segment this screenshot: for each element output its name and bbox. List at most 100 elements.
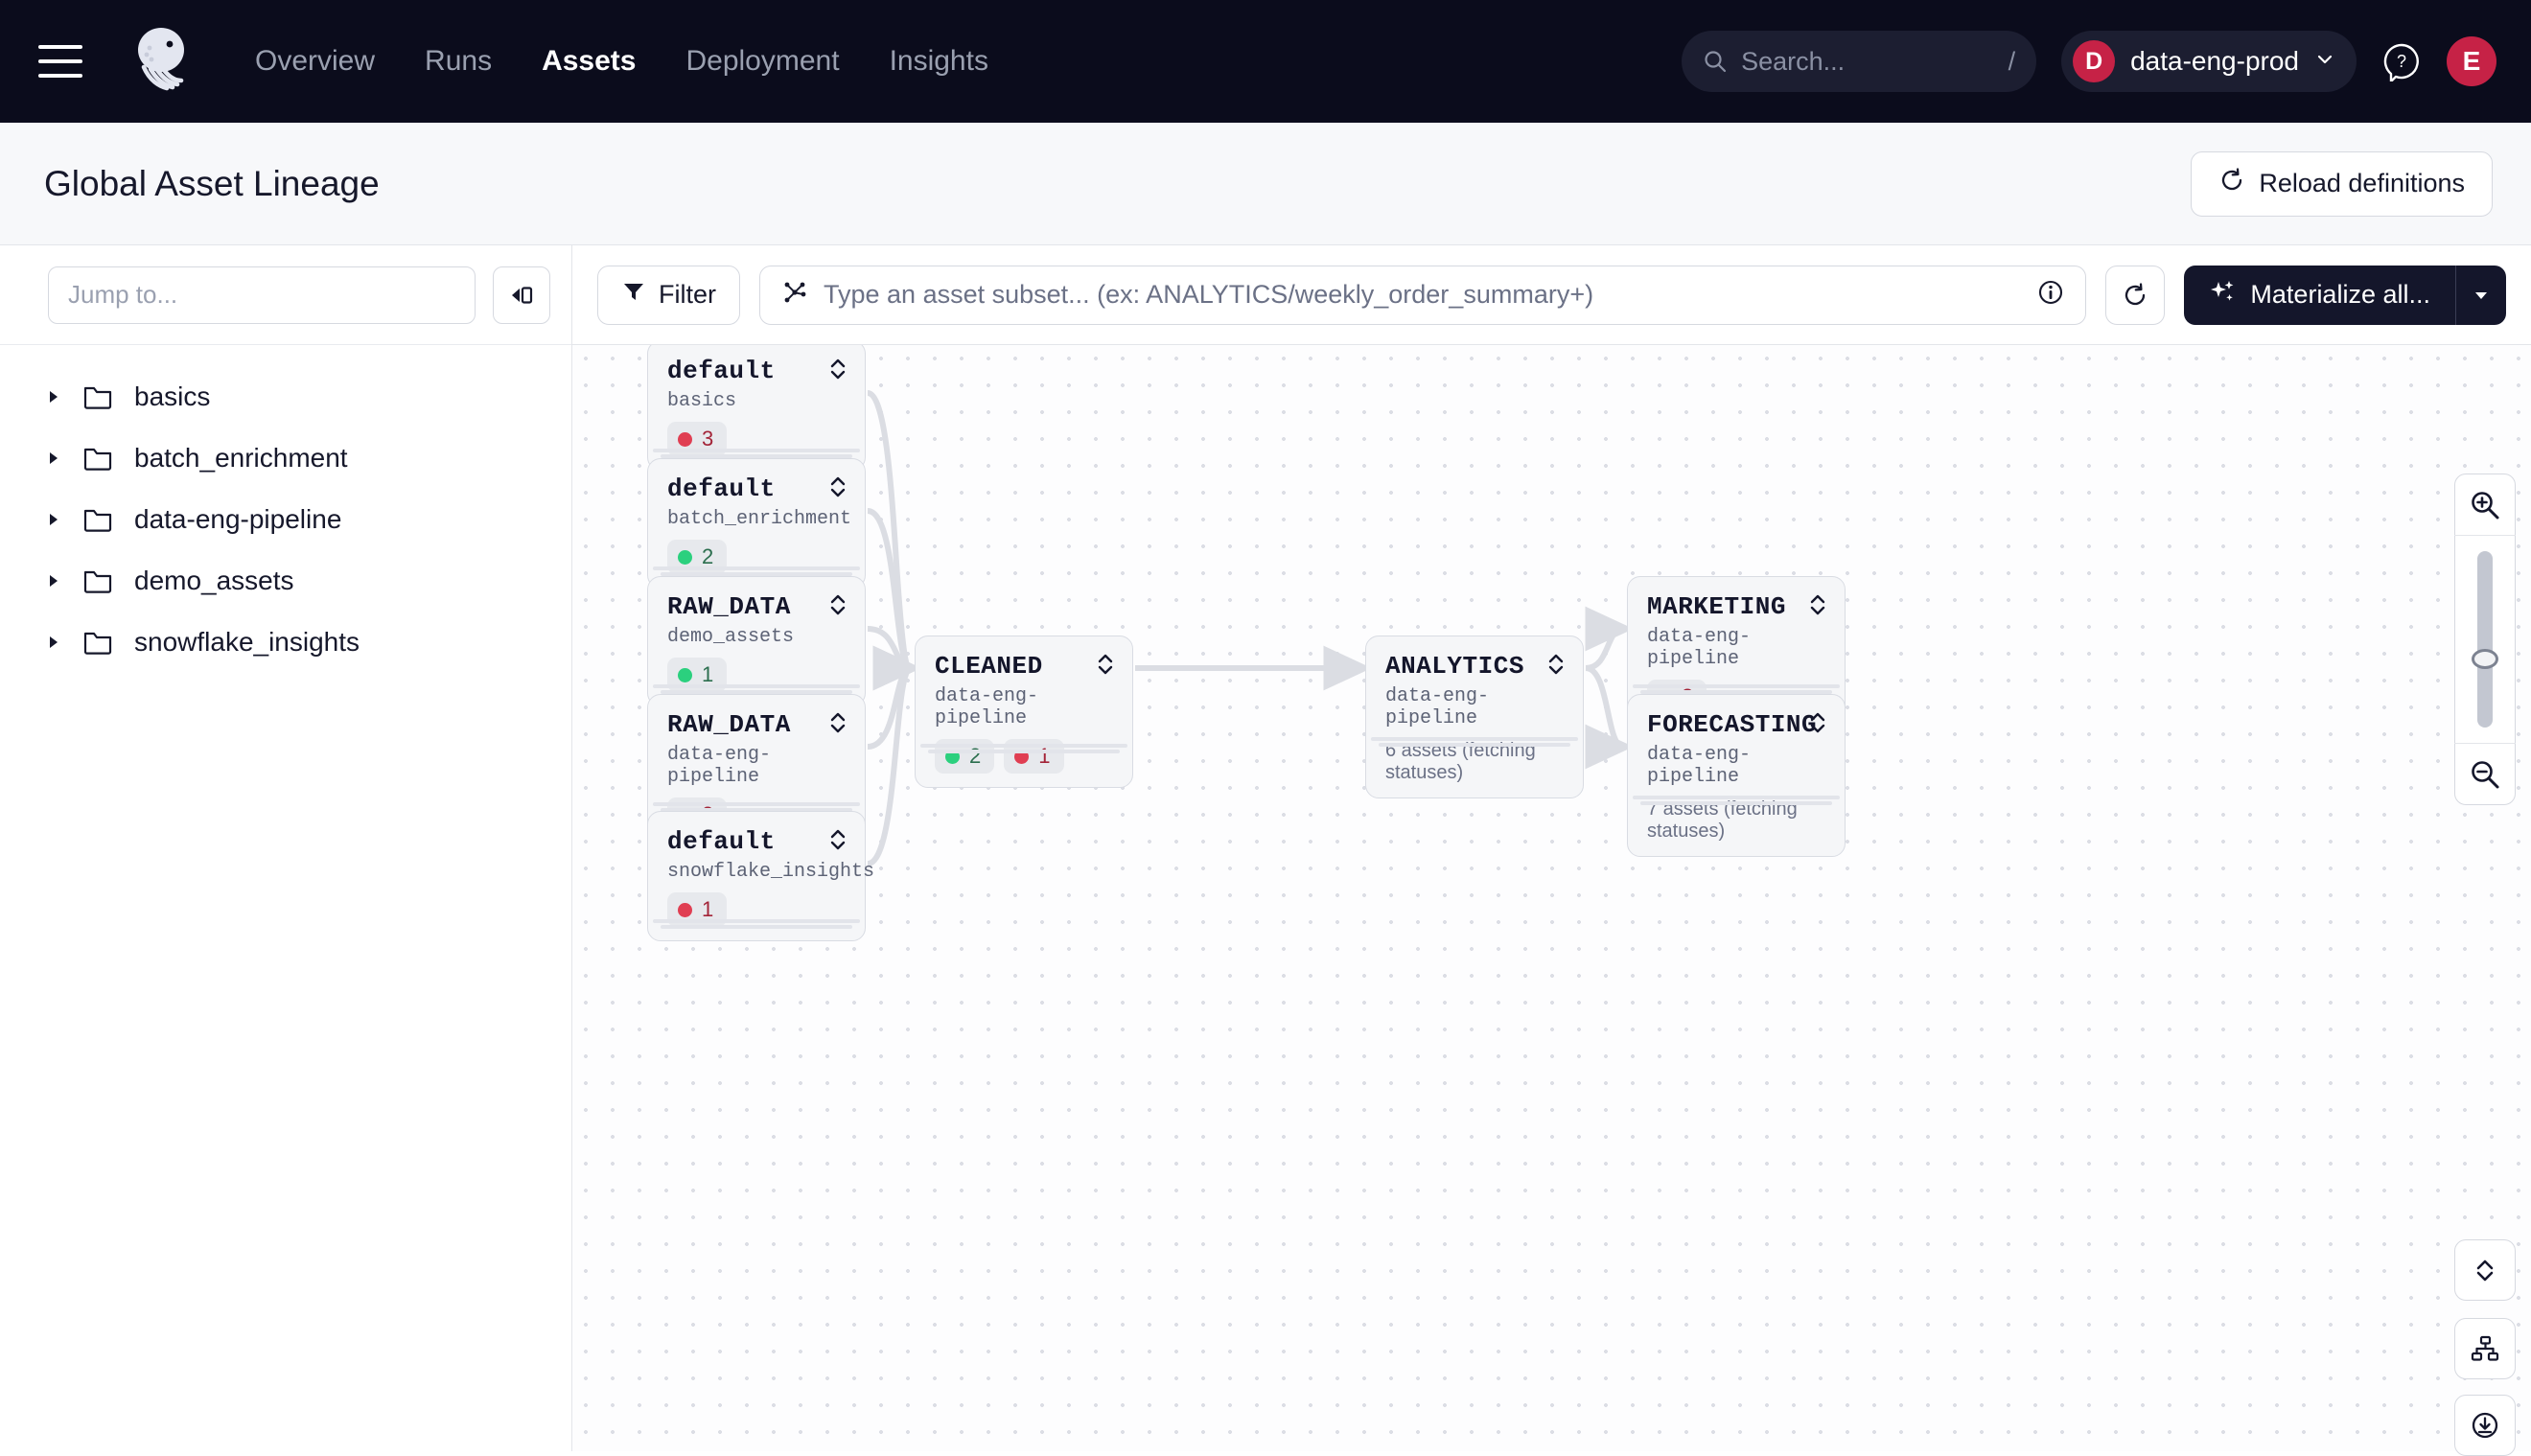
- node-stack-line: [661, 690, 852, 694]
- chevron-down-icon: [2314, 49, 2335, 75]
- hamburger-menu-icon[interactable]: [38, 45, 82, 78]
- status-count: 1: [702, 662, 714, 686]
- asset-node-subtitle: basics: [667, 390, 737, 412]
- download-graph-button[interactable]: [2454, 1395, 2516, 1456]
- sidebar-item-label: snowflake_insights: [134, 627, 360, 657]
- filter-label: Filter: [659, 280, 716, 309]
- asset-lineage-canvas[interactable]: default basics 3 default batch_enrichmen…: [572, 345, 2531, 1451]
- sidebar-item-batch-enrichment[interactable]: batch_enrichment: [0, 428, 571, 489]
- asset-subset-placeholder: Type an asset subset... (ex: ANALYTICS/w…: [824, 280, 1594, 309]
- asset-group-tree: basics batch_enrichment data-eng-p: [0, 345, 571, 673]
- asset-node-title: CLEANED: [935, 652, 1043, 681]
- node-stack-line: [1640, 801, 1832, 805]
- expand-collapse-icon[interactable]: [1546, 652, 1566, 677]
- zoom-slider-rail: [2477, 551, 2493, 728]
- chevron-right-icon[interactable]: [46, 389, 61, 404]
- asset-node-subtitle: data-eng-pipeline: [1647, 744, 1752, 788]
- asset-node-title: default: [667, 357, 776, 385]
- asset-node-title: RAW_DATA: [667, 710, 791, 739]
- status-count: 2: [702, 544, 714, 568]
- asset-node-subtitle: data-eng-pipeline: [935, 685, 1039, 729]
- chevron-right-icon[interactable]: [46, 635, 61, 650]
- status-count: 3: [702, 427, 714, 451]
- search-placeholder: Search...: [1741, 46, 1846, 76]
- asset-node-title: FORECASTING: [1647, 710, 1818, 739]
- asset-node-subtitle: demo_assets: [667, 626, 795, 648]
- chevron-right-icon[interactable]: [46, 451, 61, 466]
- expand-collapse-icon[interactable]: [1096, 652, 1115, 677]
- svg-text:?: ?: [2397, 52, 2406, 71]
- expand-collapse-icon[interactable]: [828, 357, 848, 381]
- reload-definitions-label: Reload definitions: [2259, 169, 2465, 197]
- dagster-logo[interactable]: [123, 25, 196, 98]
- asset-node-subtitle: batch_enrichment: [667, 508, 852, 530]
- sidebar-item-data-eng-pipeline[interactable]: data-eng-pipeline: [0, 489, 571, 550]
- expand-collapse-icon[interactable]: [828, 827, 848, 852]
- info-icon[interactable]: [2037, 279, 2064, 311]
- jump-to-input[interactable]: [48, 266, 476, 324]
- sparkle-icon: [2209, 278, 2236, 312]
- collapse-sidebar-button[interactable]: [493, 266, 550, 324]
- search-shortcut-hint: /: [2008, 46, 2016, 76]
- node-stack-line: [661, 572, 852, 576]
- sidebar-item-demo-assets[interactable]: demo_assets: [0, 550, 571, 612]
- nav-link-deployment[interactable]: Deployment: [685, 45, 840, 77]
- folder-icon: [82, 566, 113, 596]
- asset-group-sidebar: basics batch_enrichment data-eng-p: [0, 245, 572, 1451]
- asset-selection-icon: [781, 279, 808, 311]
- asset-group-node[interactable]: CLEANED data-eng-pipeline 2 1: [915, 636, 1133, 788]
- materialize-all-button-group[interactable]: Materialize all...: [2184, 265, 2506, 325]
- asset-subset-input[interactable]: Type an asset subset... (ex: ANALYTICS/w…: [759, 265, 2087, 325]
- node-stack-line: [1633, 684, 1840, 688]
- nav-link-overview[interactable]: Overview: [255, 45, 376, 77]
- node-stack-line: [920, 744, 1127, 748]
- expand-collapse-icon[interactable]: [1808, 710, 1827, 735]
- node-stack-line: [653, 449, 860, 452]
- reload-definitions-button[interactable]: Reload definitions: [2191, 150, 2493, 217]
- chevron-right-icon[interactable]: [46, 512, 61, 527]
- materialize-options-caret[interactable]: [2456, 266, 2506, 325]
- deployment-selector[interactable]: D data-eng-prod: [2061, 31, 2357, 92]
- user-avatar[interactable]: E: [2447, 36, 2496, 86]
- node-stack-line: [1379, 743, 1570, 747]
- materialize-all-button[interactable]: Materialize all...: [2184, 265, 2456, 325]
- search-icon: [1703, 49, 1728, 74]
- nav-link-runs[interactable]: Runs: [425, 45, 493, 77]
- node-stack-line: [661, 454, 852, 458]
- node-stack-line: [653, 919, 860, 923]
- expand-collapse-icon[interactable]: [1808, 592, 1827, 617]
- sidebar-item-basics[interactable]: basics: [0, 366, 571, 428]
- node-stack-line: [1371, 737, 1578, 741]
- zoom-slider-thumb[interactable]: [2472, 649, 2498, 669]
- top-navigation-bar: Overview Runs Assets Deployment Insights…: [0, 0, 2531, 123]
- help-icon[interactable]: ?: [2381, 41, 2422, 83]
- asset-group-node[interactable]: ANALYTICS data-eng-pipeline 6 assets (fe…: [1365, 636, 1584, 798]
- zoom-slider[interactable]: [2454, 536, 2516, 743]
- expand-collapse-icon[interactable]: [828, 592, 848, 617]
- status-dot-failed: [678, 431, 692, 447]
- node-stack-line: [928, 750, 1120, 753]
- node-stack-line: [661, 925, 852, 929]
- node-stack-line: [653, 566, 860, 570]
- zoom-in-button[interactable]: [2454, 474, 2516, 536]
- chevron-right-icon[interactable]: [46, 573, 61, 589]
- global-search-input[interactable]: Search... /: [1682, 31, 2037, 92]
- zoom-out-button[interactable]: [2454, 743, 2516, 804]
- folder-icon: [82, 504, 113, 535]
- refresh-graph-button[interactable]: [2105, 265, 2166, 325]
- asset-group-node[interactable]: FORECASTING data-eng-pipeline 7 assets (…: [1627, 694, 1846, 857]
- folder-icon: [82, 443, 113, 474]
- asset-node-subtitle: snowflake_insights: [667, 861, 875, 883]
- expand-collapse-all-button[interactable]: [2454, 1239, 2516, 1301]
- layout-hierarchy-button[interactable]: [2454, 1318, 2516, 1379]
- nav-link-insights[interactable]: Insights: [889, 45, 988, 77]
- asset-node-subtitle: data-eng-pipeline: [1647, 626, 1752, 670]
- status-dot-success: [678, 667, 692, 682]
- filter-button[interactable]: Filter: [597, 265, 740, 325]
- nav-link-assets[interactable]: Assets: [542, 45, 637, 77]
- asset-node-title: MARKETING: [1647, 592, 1786, 621]
- expand-collapse-icon[interactable]: [828, 474, 848, 499]
- expand-collapse-icon[interactable]: [828, 710, 848, 735]
- page-header: Global Asset Lineage Reload definitions: [0, 123, 2531, 245]
- sidebar-item-snowflake-insights[interactable]: snowflake_insights: [0, 612, 571, 673]
